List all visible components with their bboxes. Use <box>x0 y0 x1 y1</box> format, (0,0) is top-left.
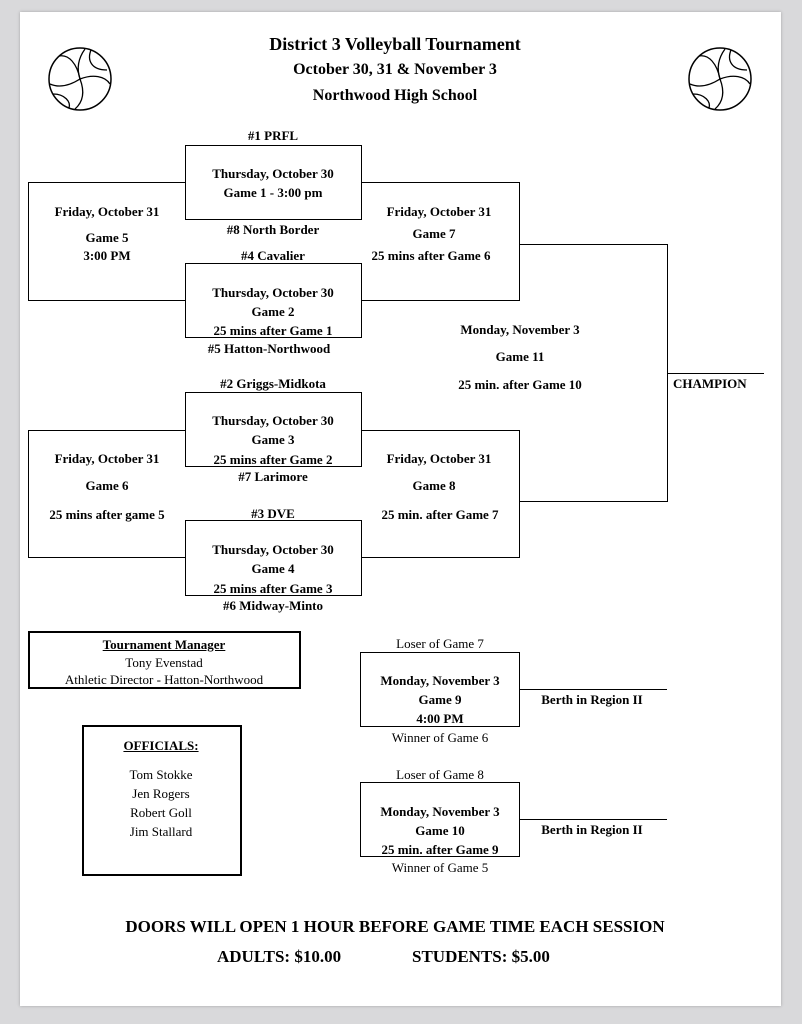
official-name: Jim Stallard <box>129 824 193 839</box>
officials-box <box>82 725 242 876</box>
game4-box <box>185 520 362 596</box>
game11-time: 25 min. after Game 10 <box>458 377 582 392</box>
tournament-location: Northwood High School <box>312 87 478 104</box>
game9-label: Game 9 <box>418 692 462 707</box>
game11-label: Game 11 <box>495 349 545 364</box>
game6-label: Game 6 <box>85 478 129 493</box>
tournament-dates: October 30, 31 & November 3 <box>293 61 497 78</box>
game10-bottom-entry: Winner of Game 5 <box>391 860 489 875</box>
game9-top-entry: Loser of Game 7 <box>396 636 484 651</box>
game4-label: Game 4 <box>251 561 295 576</box>
game10-result-line <box>519 819 667 820</box>
game5-label: Game 5 <box>85 230 129 245</box>
game4-time: 25 mins after Game 3 <box>213 581 333 596</box>
champion-label: CHAMPION <box>673 376 747 391</box>
game1-label: Game 1 - 3:00 pm <box>223 185 323 200</box>
official-name: Tom Stokke <box>129 767 193 782</box>
official-name: Jen Rogers <box>132 786 190 801</box>
game7-day: Friday, October 31 <box>386 204 492 219</box>
manager-role: Athletic Director - Hatton-Northwood <box>64 672 264 687</box>
game3-box <box>185 392 362 467</box>
game7-time: 25 mins after Game 6 <box>371 248 491 263</box>
game10-label: Game 10 <box>415 823 465 838</box>
volleyball-icon <box>48 47 112 111</box>
game6-time: 25 mins after game 5 <box>49 507 165 522</box>
student-price: STUDENTS: $5.00 <box>412 947 550 966</box>
game7-bracket <box>361 182 520 301</box>
game9-result-line <box>519 689 667 690</box>
game9-result: Berth in Region II <box>541 692 643 707</box>
doors-notice: DOORS WILL OPEN 1 HOUR BEFORE GAME TIME … <box>125 917 665 936</box>
game2-day: Thursday, October 30 <box>212 285 334 300</box>
game2-label: Game 2 <box>251 304 295 319</box>
game3-day: Thursday, October 30 <box>212 413 334 428</box>
game8-bracket <box>361 430 520 558</box>
team-seed7: #7 Larimore <box>238 469 308 484</box>
game11-day: Monday, November 3 <box>460 322 580 337</box>
game1-day: Thursday, October 30 <box>212 166 334 181</box>
team-seed4: #4 Cavalier <box>241 248 305 263</box>
volleyball-icon <box>688 47 752 111</box>
manager-heading: Tournament Manager <box>102 637 226 652</box>
game2-time: 25 mins after Game 1 <box>213 323 333 338</box>
game7-label: Game 7 <box>412 226 456 241</box>
game6-day: Friday, October 31 <box>54 451 160 466</box>
game5-time: 3:00 PM <box>83 248 131 263</box>
game5-bracket <box>28 182 186 301</box>
game8-label: Game 8 <box>412 478 456 493</box>
game9-bottom-entry: Winner of Game 6 <box>391 730 489 745</box>
game6-bracket <box>28 430 186 558</box>
game5-day: Friday, October 31 <box>54 204 160 219</box>
game11-bracket <box>519 244 668 502</box>
tournament-manager-box <box>28 631 301 689</box>
champion-line <box>667 373 764 374</box>
team-seed6: #6 Midway-Minto <box>222 598 324 613</box>
game4-day: Thursday, October 30 <box>212 542 334 557</box>
team-seed1: #1 PRFL <box>247 128 299 143</box>
team-seed5: #5 Hatton-Northwood <box>207 341 331 356</box>
game3-label: Game 3 <box>251 432 295 447</box>
adult-price: ADULTS: $10.00 <box>217 947 342 966</box>
game9-day: Monday, November 3 <box>380 673 500 688</box>
game9-time: 4:00 PM <box>416 711 464 726</box>
game10-day: Monday, November 3 <box>380 804 500 819</box>
officials-heading: OFFICIALS: <box>123 738 199 753</box>
team-seed3: #3 DVE <box>251 506 295 521</box>
game8-time: 25 min. after Game 7 <box>381 507 499 522</box>
team-seed2: #2 Griggs-Midkota <box>220 376 326 391</box>
manager-name: Tony Evenstad <box>125 655 203 670</box>
game10-time: 25 min. after Game 9 <box>381 842 499 857</box>
official-name: Robert Goll <box>130 805 192 820</box>
game1-box <box>185 145 362 220</box>
game3-time: 25 mins after Game 2 <box>213 452 333 467</box>
game8-day: Friday, October 31 <box>386 451 492 466</box>
tournament-sheet <box>20 12 781 1006</box>
page-title: District 3 Volleyball Tournament <box>269 34 521 54</box>
team-seed8: #8 North Border <box>226 222 320 237</box>
game10-result: Berth in Region II <box>541 822 643 837</box>
game10-top-entry: Loser of Game 8 <box>396 767 484 782</box>
